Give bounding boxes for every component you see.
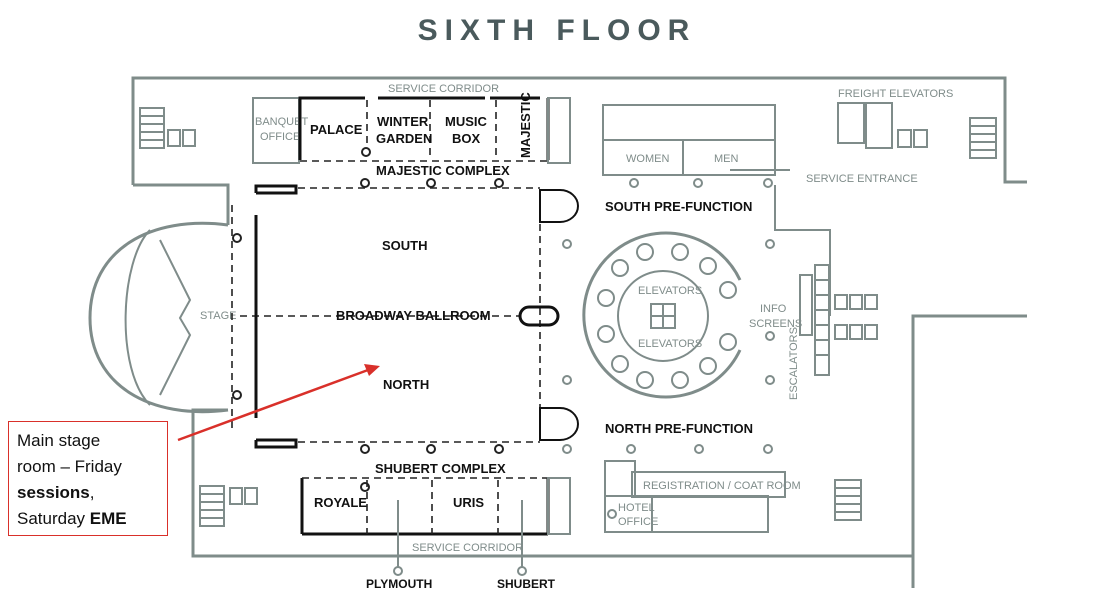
arrow-head-icon xyxy=(364,364,380,376)
callout-sessions: sessions xyxy=(17,483,90,502)
winter-garden-label[interactable]: WINTER xyxy=(377,114,429,129)
columns xyxy=(232,147,775,492)
annotation-arrow xyxy=(177,368,369,442)
callout-line-2: room – Friday xyxy=(17,457,122,476)
callout-comma: , xyxy=(89,483,95,502)
uris-label[interactable]: URIS xyxy=(453,495,484,510)
office-label: OFFICE xyxy=(260,131,300,143)
music-box-label[interactable]: MUSIC xyxy=(445,114,488,129)
stage-label: STAGE xyxy=(200,310,236,322)
building-outline xyxy=(131,76,1027,588)
service-corridor-bottom-label: SERVICE CORRIDOR xyxy=(412,542,523,554)
callout-eme: EME xyxy=(89,509,127,528)
north-prefunction-label[interactable]: NORTH PRE-FUNCTION xyxy=(605,421,753,436)
shubert-complex-label[interactable]: SHUBERT COMPLEX xyxy=(375,461,506,476)
men-restroom: MEN xyxy=(714,153,739,165)
banquet-label: BANQUET xyxy=(255,116,308,128)
winter-garden-label-2: GARDEN xyxy=(376,131,432,146)
south-prefunction-label[interactable]: SOUTH PRE-FUNCTION xyxy=(605,199,752,214)
freight-elevators-label: FREIGHT ELEVATORS xyxy=(838,88,953,100)
majestic-label[interactable]: MAJESTIC xyxy=(518,92,533,158)
broadway-ballroom-label[interactable]: BROADWAY BALLROOM xyxy=(336,308,491,323)
spiral-stairs-icon xyxy=(539,189,579,441)
registration-label[interactable]: REGISTRATION / COAT ROOM xyxy=(643,480,801,492)
elevator-ring xyxy=(582,231,742,399)
stage-outline xyxy=(88,221,229,414)
elevator-core xyxy=(617,270,709,362)
escalators-label: ESCALATORS xyxy=(788,327,800,400)
stage-seating xyxy=(124,229,192,406)
elevators-top-label: ELEVATORS xyxy=(638,285,702,297)
plymouth-label[interactable]: PLYMOUTH xyxy=(366,577,432,591)
music-box-label-2: BOX xyxy=(452,131,481,146)
floor-title: SIXTH FLOOR xyxy=(417,14,697,47)
callout-line-3: sessions, xyxy=(17,480,167,506)
hotel-office-label-2: OFFICE xyxy=(618,516,658,528)
freight-elevators-icon xyxy=(837,102,997,159)
hotel-office-label: HOTEL xyxy=(618,502,655,514)
majestic-complex-label[interactable]: MAJESTIC COMPLEX xyxy=(376,163,510,178)
ballroom-door-icon xyxy=(518,305,560,327)
elevators-bottom-label: ELEVATORS xyxy=(638,338,702,350)
south-room-label[interactable]: SOUTH xyxy=(382,238,428,253)
palace-label[interactable]: PALACE xyxy=(310,122,363,137)
seating-ring xyxy=(597,243,737,389)
service-entrance-label: SERVICE ENTRANCE xyxy=(806,173,918,185)
info-screens-label: INFO xyxy=(760,303,787,315)
callout-line-4: Saturday EME xyxy=(17,506,167,532)
info-screens-label-2: SCREENS xyxy=(749,318,802,330)
callout-saturday: Saturday xyxy=(17,509,90,528)
royale-label[interactable]: ROYALE xyxy=(314,495,367,510)
escalators-icon xyxy=(799,264,878,521)
shubert-label[interactable]: SHUBERT xyxy=(497,577,556,591)
north-room-label[interactable]: NORTH xyxy=(383,377,429,392)
women-restroom: WOMEN xyxy=(626,153,669,165)
annotation-callout: Main stage room – Friday sessions, Satur… xyxy=(8,421,168,536)
callout-line-1: Main stage xyxy=(17,431,101,450)
left-stairs-icon xyxy=(139,107,258,527)
service-corridor-top-label: SERVICE CORRIDOR xyxy=(388,83,499,95)
